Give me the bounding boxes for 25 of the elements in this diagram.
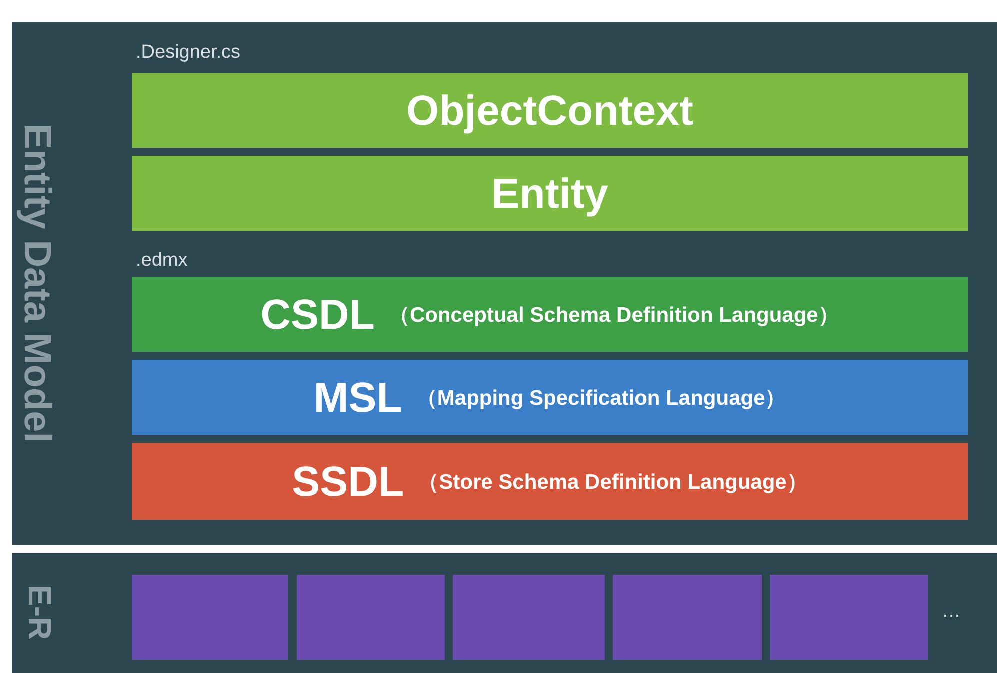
layer-bar: [132, 73, 968, 148]
layer-title: SSDL: [292, 458, 404, 506]
database-box: [453, 575, 605, 660]
layer-description: （Conceptual Schema Definition Language）: [388, 302, 840, 328]
layer-bar: [132, 360, 968, 435]
layer-panel: [12, 22, 997, 545]
layer-description: （Mapping Specification Language）: [416, 386, 786, 412]
database-box: [770, 575, 928, 660]
layer-title: Entity: [492, 170, 608, 218]
layer-title: CSDL: [260, 290, 375, 338]
database-box: [613, 575, 762, 660]
layer-title: ObjectContext: [406, 86, 694, 134]
layer-bar: [132, 156, 968, 231]
database-box: [132, 575, 288, 660]
panel-title: Entity Data Model: [16, 124, 58, 443]
layer-bar: [132, 443, 968, 520]
database-box: [297, 575, 445, 660]
layer-description: （Store Schema Definition Language）: [418, 470, 808, 496]
panel-title: E-R: [22, 585, 58, 641]
ellipsis-text: …: [942, 601, 961, 623]
file-extension-label: .edmx: [136, 250, 188, 272]
layer-bar: [132, 277, 968, 352]
layer-title: MSL: [314, 374, 402, 422]
layer-panel: [12, 553, 997, 673]
file-extension-label: .Designer.cs: [136, 42, 241, 64]
